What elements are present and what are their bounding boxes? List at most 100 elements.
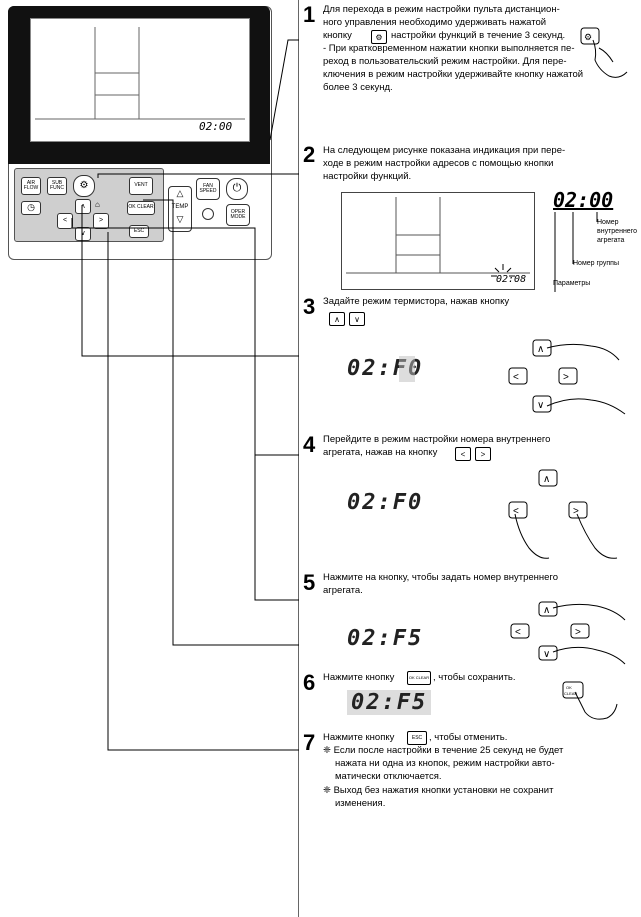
right-button-icon: > (475, 447, 491, 461)
ok-clear-button[interactable]: OK CLEAR (127, 201, 155, 215)
svg-text:>: > (563, 372, 569, 383)
step-number: 7 (303, 730, 316, 755)
ok-clear-button-icon: OK CLEAR (407, 671, 431, 685)
svg-text:>: > (575, 627, 581, 638)
home-icon: ⌂ (95, 200, 100, 209)
step-1-line: настройки функций в течение 3 секунд. (391, 30, 566, 41)
svg-text:<: < (513, 372, 519, 383)
timer-button[interactable]: ◷ (21, 201, 41, 215)
svg-text:<: < (513, 506, 519, 517)
step-6-line: Нажмите кнопку (323, 672, 395, 683)
step-7-line: , чтобы отменить. (429, 732, 508, 743)
oper-mode-button[interactable]: OPER MODE (226, 204, 250, 226)
lcd-code: 02:08 (496, 274, 527, 285)
step-2-line: настройки функций. (323, 171, 412, 182)
svg-text:∨: ∨ (543, 649, 550, 660)
step-4: 4 Перейдите в режим настройки номера вну… (299, 430, 632, 569)
fan-speed-button[interactable]: FAN SPEED (196, 178, 220, 200)
group-number-label: Номер группы (573, 260, 619, 267)
remote-lcd-time: 02:00 (199, 120, 233, 133)
clock-icon: ◷ (27, 202, 35, 213)
step-1-line: Для перехода в режим настройки пульта ди… (323, 4, 560, 15)
step-1-line: кнопку (323, 30, 352, 41)
step-5: 5 Нажмите на кнопку, чтобы задать номер … (299, 568, 632, 669)
keypad-hand-icon: ∧ < > ∨ (510, 601, 626, 665)
remote-lcd: 02:00 (30, 18, 250, 142)
lcd-preview: 02:08 (341, 192, 535, 290)
temp-down-icon: ▽ (176, 214, 184, 224)
temp-up-icon: △ (176, 188, 184, 198)
hand-press-icon: ⚙ (580, 27, 628, 78)
function-setting-button[interactable]: ⚙ (73, 175, 95, 197)
keypad-hand-icon: ∧ < > ∨ (508, 339, 626, 415)
keypad-hand-icon: ∧ < > (508, 469, 618, 559)
svg-text:∨: ∨ (537, 400, 544, 411)
step-7-line: ❈ Если после настройки в течение 25 секу… (323, 745, 564, 756)
step-7-line: нажата ни одна из кнопок, режим настройк… (335, 758, 555, 769)
up-arrow-icon: ∧ (80, 202, 86, 210)
left-arrow-icon: < (62, 217, 68, 225)
step-5-line: Нажмите на кнопку, чтобы задать номер вн… (323, 572, 558, 583)
svg-text:CLEAR: CLEAR (564, 691, 577, 696)
remote-controller: 02:00 AIR FLOW SUB FUNC ⚙ VENT ◷ ∧ < > ∨… (8, 6, 272, 260)
svg-text:∧: ∧ (543, 605, 550, 616)
label-line: агрегата (597, 237, 625, 244)
step-7-line: изменения. (335, 798, 386, 809)
step-1-line: реход в пользовательский режим настройки… (323, 56, 567, 67)
parameters-label: Параметры (553, 280, 591, 287)
step-6-line: , чтобы сохранить. (433, 672, 516, 683)
svg-text:⚙: ⚙ (584, 32, 592, 42)
air-flow-button[interactable]: AIR FLOW (21, 177, 41, 195)
step-7-line: матически отключается. (335, 771, 442, 782)
display-code: 02:F0 (347, 490, 424, 515)
gear-icon: ⚙ (371, 30, 387, 44)
right-arrow-icon: > (98, 217, 104, 225)
step-4-line: агрегата, нажав на кнопку (323, 447, 438, 458)
step-3-line: Задайте режим термистора, нажав кнопку (323, 296, 510, 307)
step-number: 5 (303, 570, 316, 595)
step-1: 1 Для перехода в режим настройки пульта … (299, 0, 632, 143)
remote-display-area: 02:00 (8, 6, 270, 164)
temp-label: TEMP (171, 204, 189, 210)
step-7-line: Нажмите кнопку (323, 732, 395, 743)
vent-button[interactable]: VENT (129, 177, 153, 195)
code-pointers (554, 212, 598, 292)
svg-text:<: < (515, 627, 521, 638)
indicator-led (202, 208, 214, 220)
step-2: 2 На следующем рисунке показана индикаци… (299, 142, 637, 293)
down-arrow-icon: ∨ (80, 230, 86, 238)
svg-text:∧: ∧ (543, 474, 550, 485)
step-3: 3 Задайте режим термистора, нажав кнопку… (299, 292, 632, 431)
svg-text:OK: OK (566, 685, 572, 690)
power-icon: ⏻ (232, 182, 242, 195)
svg-text:∧: ∧ (537, 344, 544, 355)
remote-right-panel: △ TEMP ▽ FAN SPEED ⏻ OPER MODE (164, 168, 266, 240)
step-5-line: агрегата. (323, 585, 363, 596)
blink-icon (491, 264, 515, 277)
step-number: 6 (303, 670, 316, 695)
step-number: 2 (303, 142, 316, 167)
step-1-line: ного управления необходимо удерживать на… (323, 17, 547, 28)
step-2-line: На следующем рисунке показана индикация … (323, 145, 566, 156)
power-button[interactable]: ⏻ (226, 178, 248, 200)
big-code: 02:00 (553, 188, 614, 212)
step-number: 4 (303, 432, 316, 457)
step-7-line: ❈ Выход без нажатия кнопки установки не … (323, 785, 554, 796)
step-1-line: - При кратковременном нажатии кнопки вып… (323, 43, 575, 54)
label-line: Номер (597, 219, 619, 226)
remote-button-panel: AIR FLOW SUB FUNC ⚙ VENT ◷ ∧ < > ∨ ⌂ OK … (14, 168, 164, 242)
indoor-unit-label: Номер внутреннего агрегата (597, 218, 637, 245)
step-2-line: ходе в режим настройки адресов с помощью… (323, 158, 554, 169)
temp-button[interactable]: △ TEMP ▽ (168, 186, 192, 232)
step-1-line: ключения в режим настройки удерживайте к… (323, 69, 584, 80)
step-6: 6 Нажмите кнопку OK CLEAR , чтобы сохран… (299, 668, 632, 725)
sub-func-button[interactable]: SUB FUNC (47, 177, 67, 195)
display-code: 02:F5 (347, 626, 424, 651)
up-button-icon: ∧ (329, 312, 345, 326)
step-number: 1 (303, 2, 316, 27)
step-7: 7 Нажмите кнопку ESC , чтобы отменить. ❈… (299, 724, 632, 917)
up-button[interactable]: ∧ (75, 199, 91, 214)
display-code: 02:F5 (347, 690, 432, 715)
step-1-line: более 3 секунд. (323, 82, 393, 93)
